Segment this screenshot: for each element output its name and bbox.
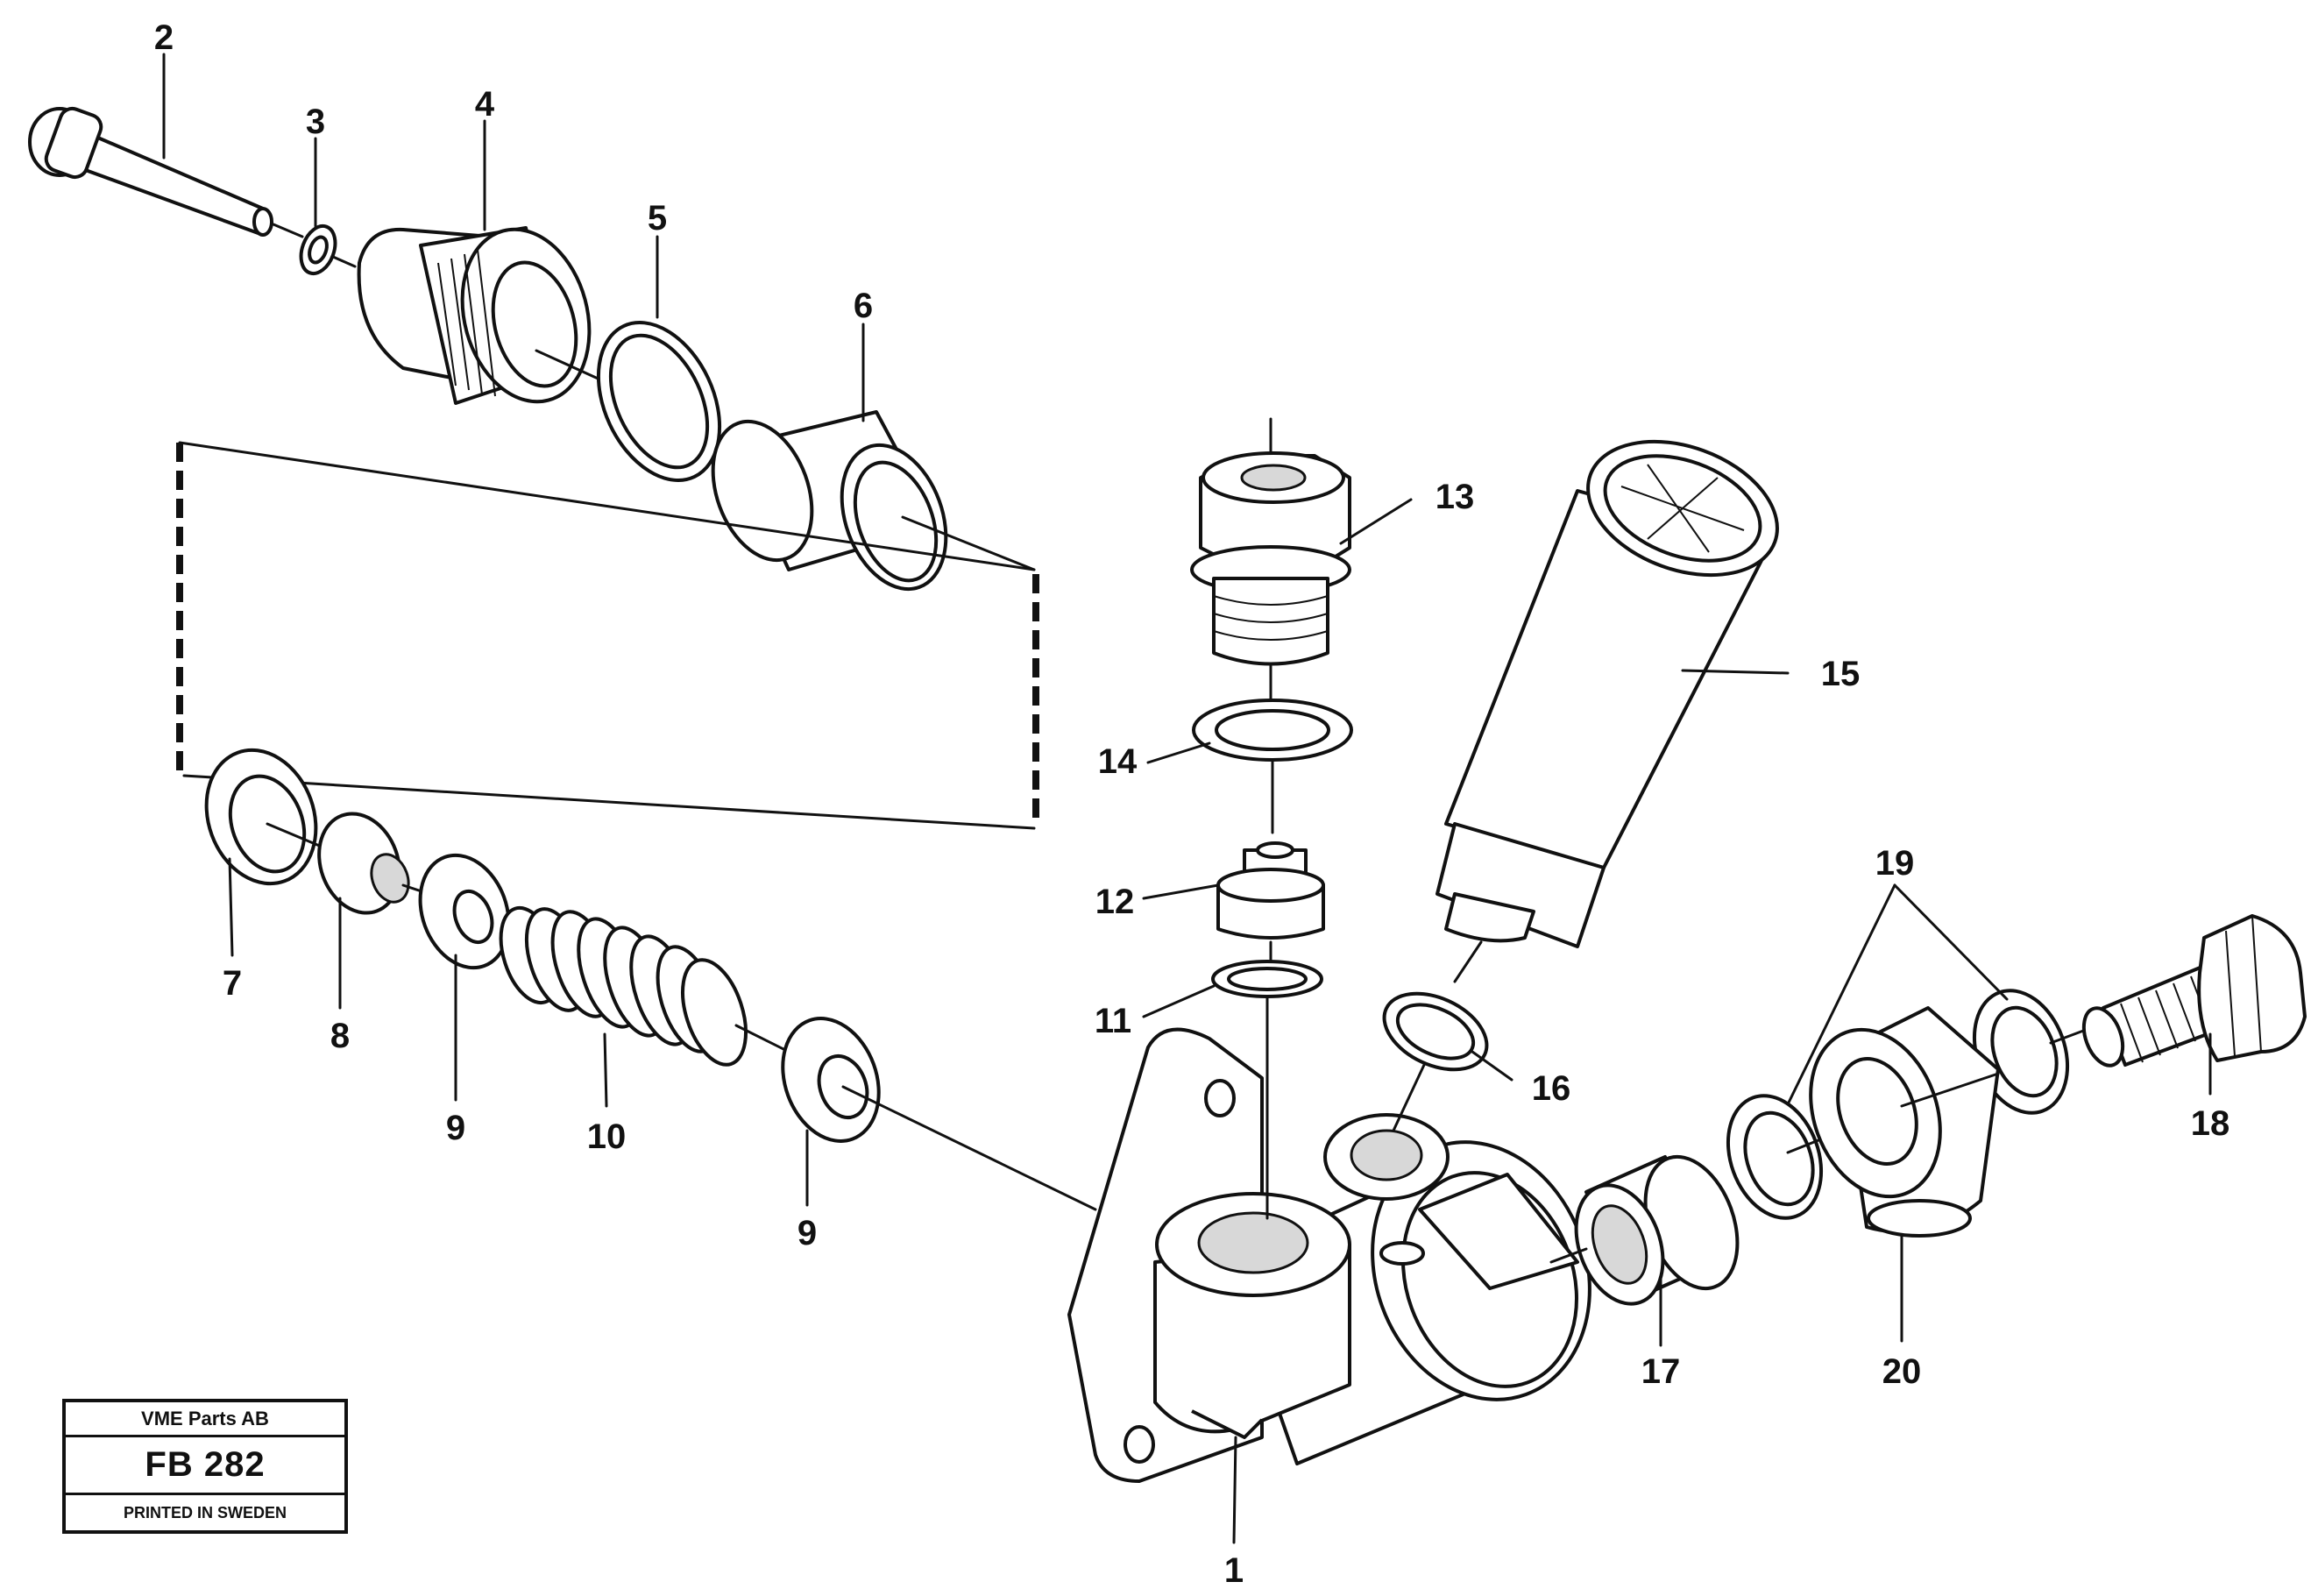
part-17-threaded-adapter [1549,1154,1740,1306]
part-20-banjo-fitting [1809,1006,2000,1238]
assembly-group-bracket [176,441,1039,830]
label-8: 8 [330,1017,350,1055]
label-9-upper: 9 [446,1109,465,1147]
part-18-banjo-bolt [2081,914,2307,1068]
part-19-washer-right [1972,989,2088,1115]
label-12: 12 [1095,883,1135,921]
label-7-text: 7 [223,964,242,1003]
part-8-piston [317,812,431,915]
part-3-small-washer [299,223,357,276]
label-14: 14 [1098,742,1138,781]
label-9-lower: 9 [797,1214,817,1252]
part-16-o-ring [1382,991,1489,1132]
part-13-nipple [1190,417,1351,703]
part-11-seal-ring [1211,960,1323,1220]
label-16: 16 [1532,1069,1571,1108]
label-15: 15 [1821,655,1861,693]
printed-in-note: PRINTED IN SWEDEN [123,1503,287,1522]
label-5: 5 [648,199,667,238]
part-6-sleeve [711,410,1036,592]
part-10-spring [499,905,790,1067]
label-4: 4 [475,85,495,124]
part-1-pump-housing [1067,1027,1591,1483]
company-name: VME Parts AB [66,1402,344,1437]
leader-lines [162,53,2212,1544]
label-17: 17 [1641,1352,1681,1391]
label-11: 11 [1095,1002,1131,1040]
part-2-pin [28,106,304,238]
label-6: 6 [854,287,873,325]
label-18: 18 [2191,1104,2230,1143]
part-number-labels: 2 3 4 5 6 13 14 15 12 11 16 1 7 8 9 10 9… [154,18,2229,1590]
part-9-washer-lower [781,1017,1097,1211]
part-19-washer-left [1726,1094,1833,1220]
part-5-o-ring [596,321,722,482]
label-19: 19 [1875,844,1915,883]
label-2: 2 [154,18,174,57]
part-14-gasket [1192,699,1353,834]
part-4-threaded-plug [357,226,615,405]
reference-title-block: VME Parts AB FB 282 PRINTED IN SWEDEN [62,1399,348,1534]
label-1: 1 [1224,1551,1244,1590]
label-13: 13 [1435,478,1475,516]
part-15-hand-primer [1435,439,1779,983]
label-3: 3 [306,103,325,141]
part-9-spring-seat-upper [418,853,511,970]
label-10: 10 [587,1117,627,1156]
label-20: 20 [1882,1352,1922,1391]
part-12-valve [1216,841,1325,966]
figure-code: FB 282 [66,1437,344,1495]
